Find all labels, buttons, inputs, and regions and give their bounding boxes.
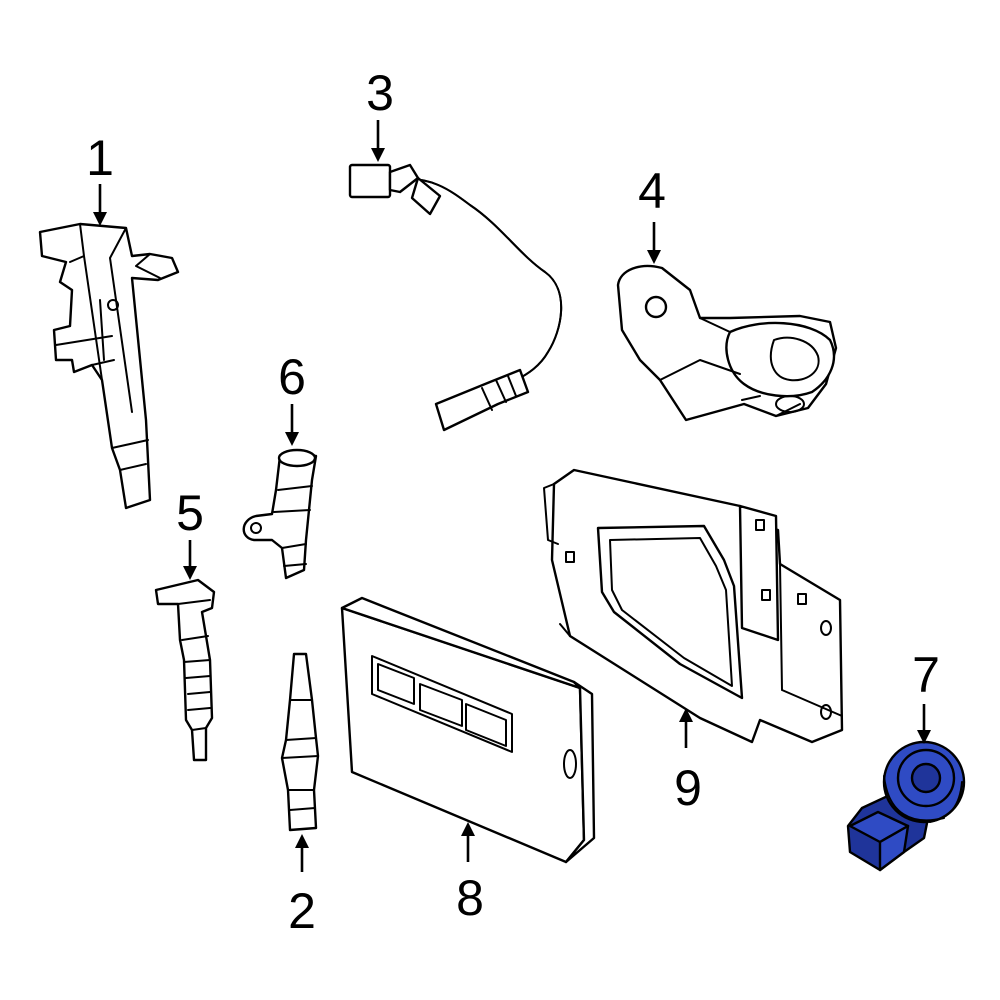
part-2-spark-plug[interactable] xyxy=(280,652,320,832)
callout-6: 6 xyxy=(278,349,306,405)
part-4-sensor-bracket[interactable] xyxy=(616,264,838,422)
callout-4: 4 xyxy=(638,163,666,219)
arrow-5 xyxy=(183,540,197,580)
arrow-1 xyxy=(93,184,107,226)
part-9-module-bracket[interactable] xyxy=(543,468,844,744)
callout-9: 9 xyxy=(674,760,702,816)
arrow-3 xyxy=(371,120,385,162)
callout-7: 7 xyxy=(912,647,940,703)
callout-5: 5 xyxy=(176,485,204,541)
callout-8: 8 xyxy=(456,870,484,926)
arrow-8 xyxy=(461,822,475,862)
arrow-4 xyxy=(647,222,661,264)
part-8-engine-control-module[interactable] xyxy=(340,596,596,864)
part-7-knock-sensor[interactable] xyxy=(846,740,966,872)
arrow-2 xyxy=(295,834,309,872)
part-6-position-sensor[interactable] xyxy=(242,448,318,580)
callout-3: 3 xyxy=(366,65,394,121)
arrow-7 xyxy=(917,704,931,744)
callout-2: 2 xyxy=(288,883,316,939)
part-3-oxygen-sensor[interactable] xyxy=(348,163,563,432)
arrow-9 xyxy=(679,708,693,748)
callout-1: 1 xyxy=(86,130,114,186)
part-1-ignition-coil[interactable] xyxy=(38,222,180,510)
arrow-6 xyxy=(285,404,299,446)
part-5-ignition-coil-small[interactable] xyxy=(154,578,216,762)
